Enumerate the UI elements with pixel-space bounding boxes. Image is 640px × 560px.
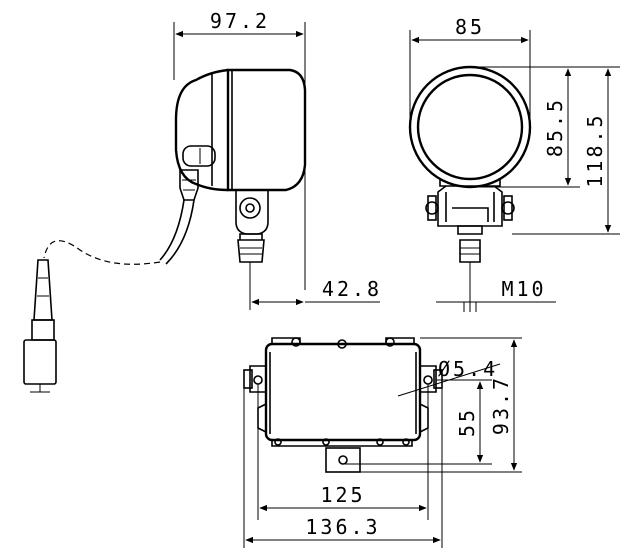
bottom-mount-plate [325, 447, 361, 473]
dim-93-7: 93.7 [489, 375, 513, 435]
dim-136-3: 136.3 [305, 515, 380, 539]
dim-m10: M10 [501, 277, 546, 301]
side-label-plate [182, 145, 216, 167]
front-view: 85 85.5 118.5 M10 [408, 15, 620, 312]
front-mount-nut [457, 225, 483, 263]
connector-strain-relief [33, 259, 53, 321]
side-mount-bolt-head [239, 197, 261, 219]
cable-dashed [43, 240, 161, 265]
dim-125: 125 [320, 483, 365, 507]
connector-body [23, 339, 57, 385]
dim-85-5: 85.5 [543, 97, 567, 157]
dim-118-5: 118.5 [583, 112, 607, 187]
dim-hole-diameter: Ø5.4 [438, 357, 498, 381]
side-view: 97.2 42.8 [23, 9, 382, 393]
side-mount-nut [237, 233, 265, 263]
front-bezel [408, 65, 532, 189]
cable-solid [159, 199, 185, 261]
cable-solid-2 [165, 199, 195, 265]
front-mount-bracket [437, 185, 503, 227]
side-bezel [174, 68, 229, 192]
side-housing [226, 68, 307, 192]
bottom-housing [264, 342, 422, 442]
dim-42-8: 42.8 [322, 277, 382, 301]
connector-collar [31, 319, 55, 341]
dim-97-2: 97.2 [210, 9, 270, 33]
dim-55: 55 [455, 407, 479, 437]
dim-85: 85 [455, 15, 485, 39]
bottom-view: Ø5.4 55 93.7 125 136.3 [243, 337, 522, 548]
front-lens [416, 73, 524, 181]
